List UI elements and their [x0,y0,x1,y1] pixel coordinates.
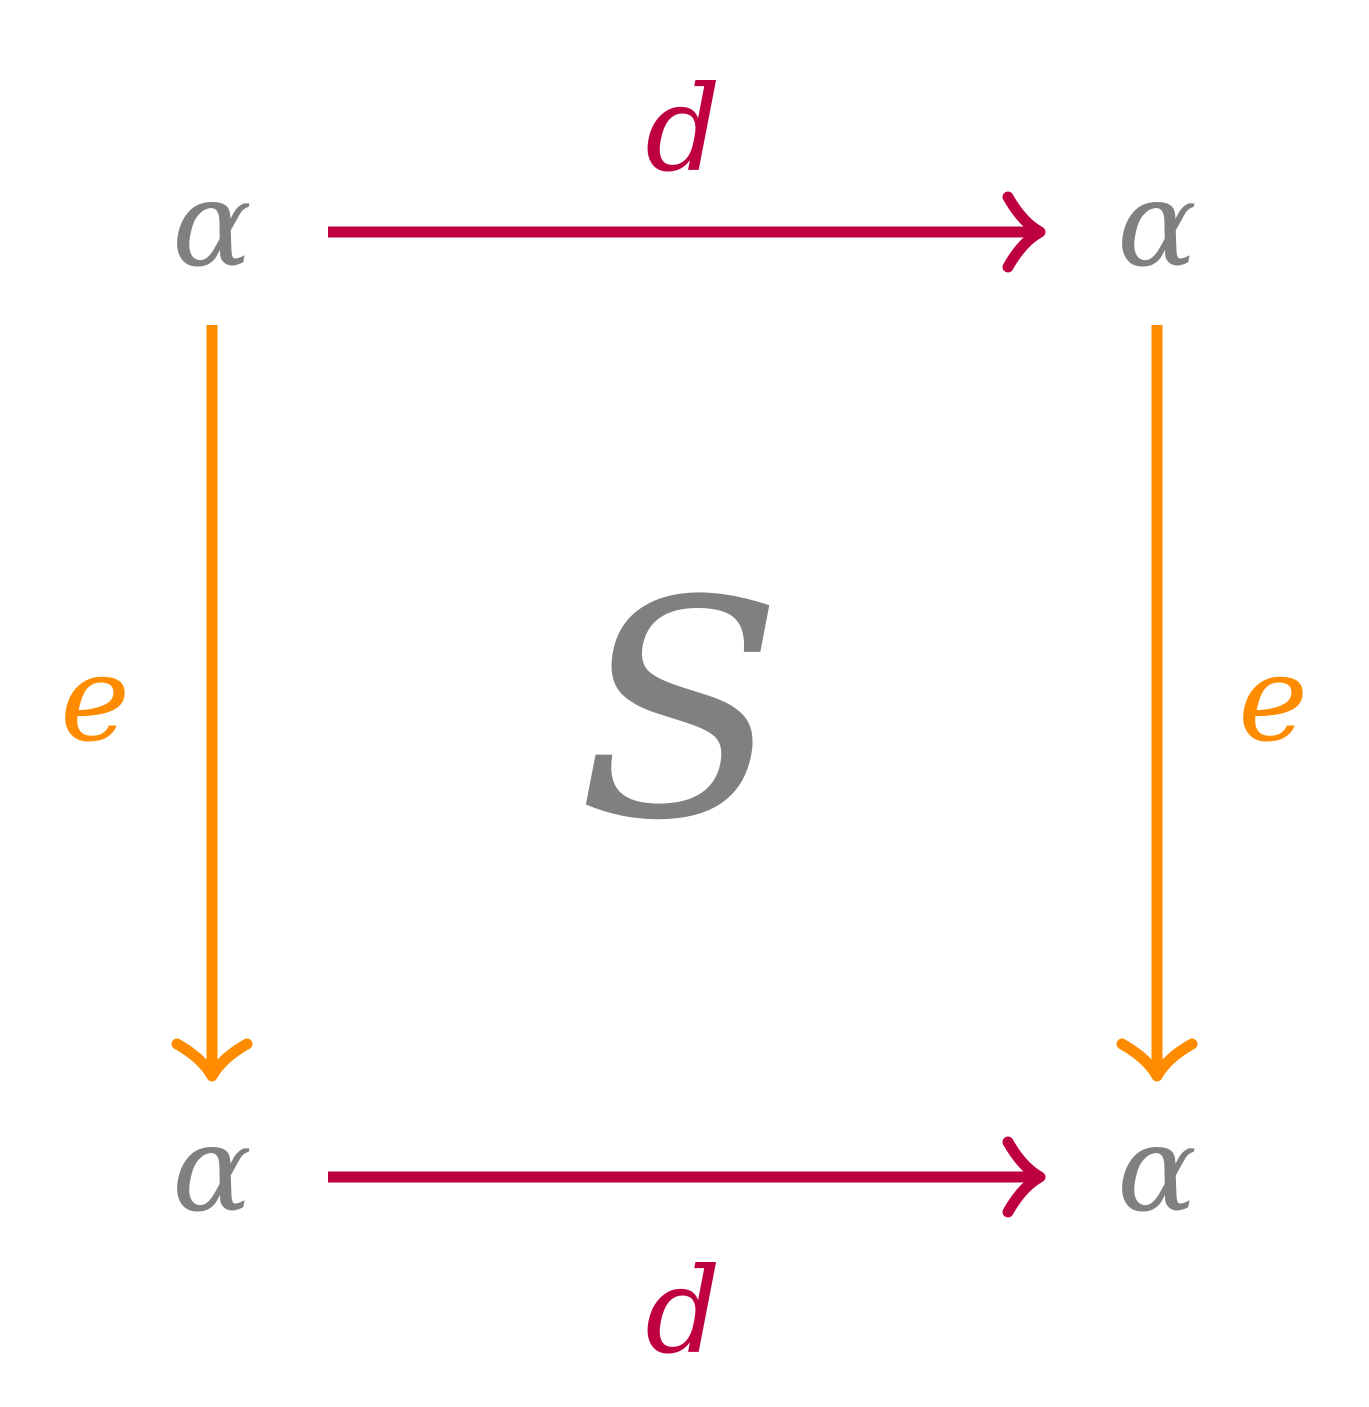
label-arrow-bottom: d [645,1242,721,1380]
arrow-left [171,325,253,1082]
label-arrow-right: e [1238,630,1308,768]
center-label: S [577,537,783,886]
arrow-bottom [328,1136,1046,1218]
node-bottom-right: α [1117,1100,1197,1238]
label-arrow-top: d [645,60,721,198]
node-bottom-left: α [172,1100,252,1238]
node-top-right: α [1117,155,1197,293]
label-arrow-left: e [60,630,130,768]
node-top-left: α [172,155,252,293]
arrow-top [328,191,1046,273]
arrow-right [1116,325,1198,1082]
